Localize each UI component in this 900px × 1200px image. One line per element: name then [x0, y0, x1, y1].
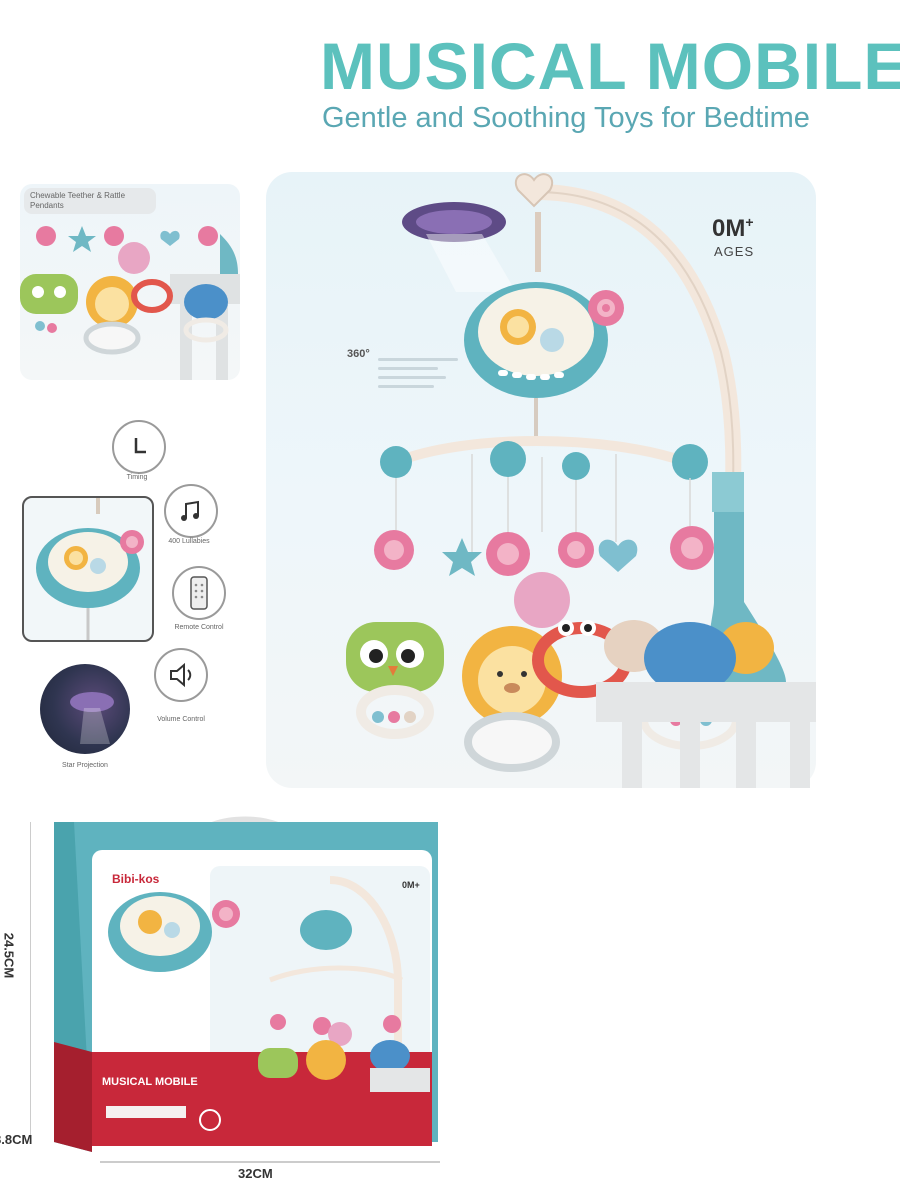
music-icon: [164, 484, 218, 538]
feature-label-projection: Star Projection: [62, 762, 108, 769]
rotation-description-lines: [378, 352, 458, 394]
balloon-pendant: [514, 572, 570, 628]
product-subtitle: Gentle and Soothing Toys for Bedtime: [322, 102, 810, 134]
rotation-label: 360°: [347, 348, 370, 360]
teether-tag: Chewable Teether & Rattle Pendants: [24, 188, 156, 214]
feature-label-lullabies: 400 Lullabies: [168, 538, 210, 545]
music-box-flower: [588, 290, 624, 326]
music-box-closeup: [22, 496, 154, 642]
age-label: AGES: [714, 244, 755, 259]
box-age: 0M+: [402, 880, 420, 890]
mobile-base: [706, 472, 786, 682]
remote-icon: [172, 566, 226, 620]
box-title: MUSICAL MOBILE: [102, 1076, 198, 1088]
lion-rattle: [462, 626, 562, 772]
packaging-box: [30, 816, 440, 1163]
projection-icon: [40, 664, 130, 754]
box-brand: Bibi-kos: [112, 872, 160, 886]
heart-pendant: [598, 539, 638, 572]
owl-rattle: [346, 622, 444, 739]
hanger-bar: [394, 436, 688, 467]
star-pendant: [442, 538, 482, 576]
speaker-icon: [154, 648, 208, 702]
teether-illustration: [20, 226, 240, 380]
box-height-label: 24.5CM: [1, 932, 17, 979]
heart-clip: [515, 173, 553, 208]
box-depth-label: 8.8CM: [0, 1132, 33, 1147]
box-red-band: [92, 1052, 432, 1146]
box-width-label: 32CM: [238, 1166, 273, 1181]
crib-rail: [596, 682, 816, 722]
product-title: MUSICAL MOBILE: [320, 29, 900, 103]
feature-label-volume: Volume Control: [157, 716, 205, 723]
pink-flower-pendants: [374, 526, 714, 576]
clock-icon: [112, 420, 166, 474]
age-badge: 0M+: [712, 214, 754, 242]
feature-label-remote: Remote Control: [174, 624, 224, 631]
mobile-illustration: [346, 173, 816, 788]
feature-label-timing: Timing: [126, 474, 148, 481]
